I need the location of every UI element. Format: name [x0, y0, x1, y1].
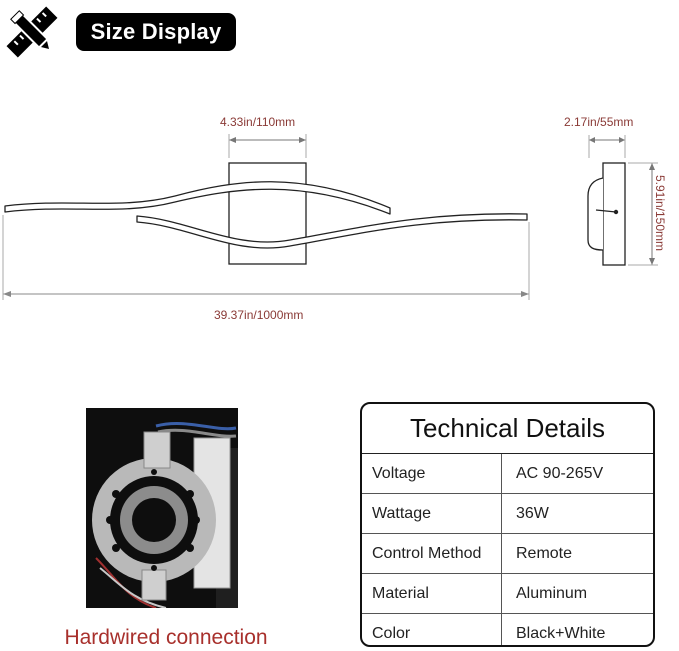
table-row: Color Black+White — [362, 614, 653, 645]
height-label: 5.91in/150mm — [653, 174, 668, 252]
dimension-drawing: 4.33in/110mm 2.17in/55mm 39.37in/1000mm … — [0, 100, 679, 340]
size-display-badge: Size Display — [76, 13, 236, 51]
spec-label: Wattage — [362, 494, 502, 533]
spec-label: Color — [362, 614, 502, 645]
table-row: Material Aluminum — [362, 574, 653, 614]
spec-value: Black+White — [516, 624, 606, 642]
photo-caption: Hardwired connection — [64, 626, 268, 649]
table-title: Technical Details — [362, 404, 653, 454]
table-row: Control Method Remote — [362, 534, 653, 574]
depth-label: 2.17in/55mm — [564, 115, 634, 129]
mount-width-label: 4.33in/110mm — [220, 115, 296, 129]
spec-label: Control Method — [362, 534, 502, 573]
spec-label: Material — [362, 574, 502, 613]
spec-value: 36W — [516, 504, 549, 522]
spec-value: Remote — [516, 544, 573, 562]
table-row: Voltage AC 90-265V — [362, 454, 653, 494]
hardwired-connection-photo — [86, 408, 238, 608]
technical-details-table: Technical Details Voltage AC 90-265V Wat… — [360, 402, 655, 647]
total-length-label: 39.37in/1000mm — [214, 308, 304, 322]
spec-label: Voltage — [362, 454, 502, 493]
pencil-ruler-icon — [2, 2, 62, 62]
spec-value: Aluminum — [516, 584, 588, 602]
spec-value: AC 90-265V — [516, 464, 604, 482]
table-row: Wattage 36W — [362, 494, 653, 534]
